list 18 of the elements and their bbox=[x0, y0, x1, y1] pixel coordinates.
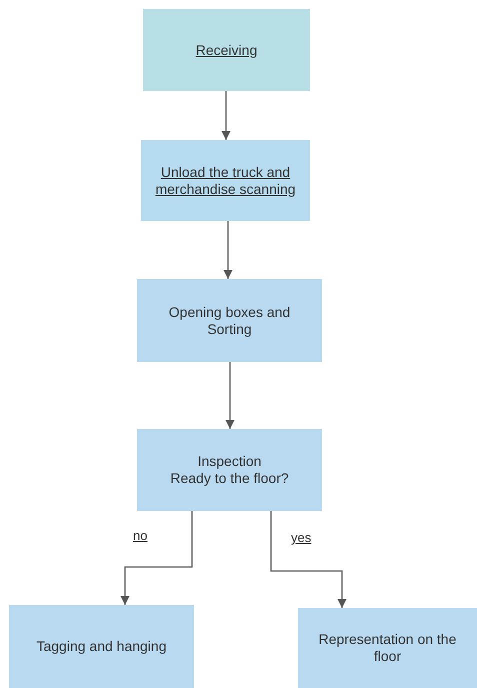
process-box bbox=[141, 140, 310, 221]
process-box bbox=[298, 608, 477, 688]
box-text: Opening boxes and Sorting bbox=[168, 304, 292, 338]
box-text: Receiving bbox=[196, 42, 258, 58]
arrow bbox=[120, 511, 193, 605]
box-text: Tagging and hanging bbox=[36, 638, 166, 655]
process-box bbox=[137, 429, 322, 511]
arrow bbox=[224, 221, 232, 279]
arrow bbox=[270, 511, 346, 608]
box-text: Ready to the floor? bbox=[170, 470, 289, 487]
process-box bbox=[137, 279, 322, 362]
process-box bbox=[9, 605, 194, 688]
arrow bbox=[226, 362, 234, 429]
process-box bbox=[143, 9, 310, 91]
arrow bbox=[222, 91, 230, 140]
box-text: Representation on the floor bbox=[318, 631, 458, 665]
box-text: Inspection bbox=[198, 453, 262, 470]
box-text: Unload the truck and merchandise scanning bbox=[154, 164, 297, 198]
